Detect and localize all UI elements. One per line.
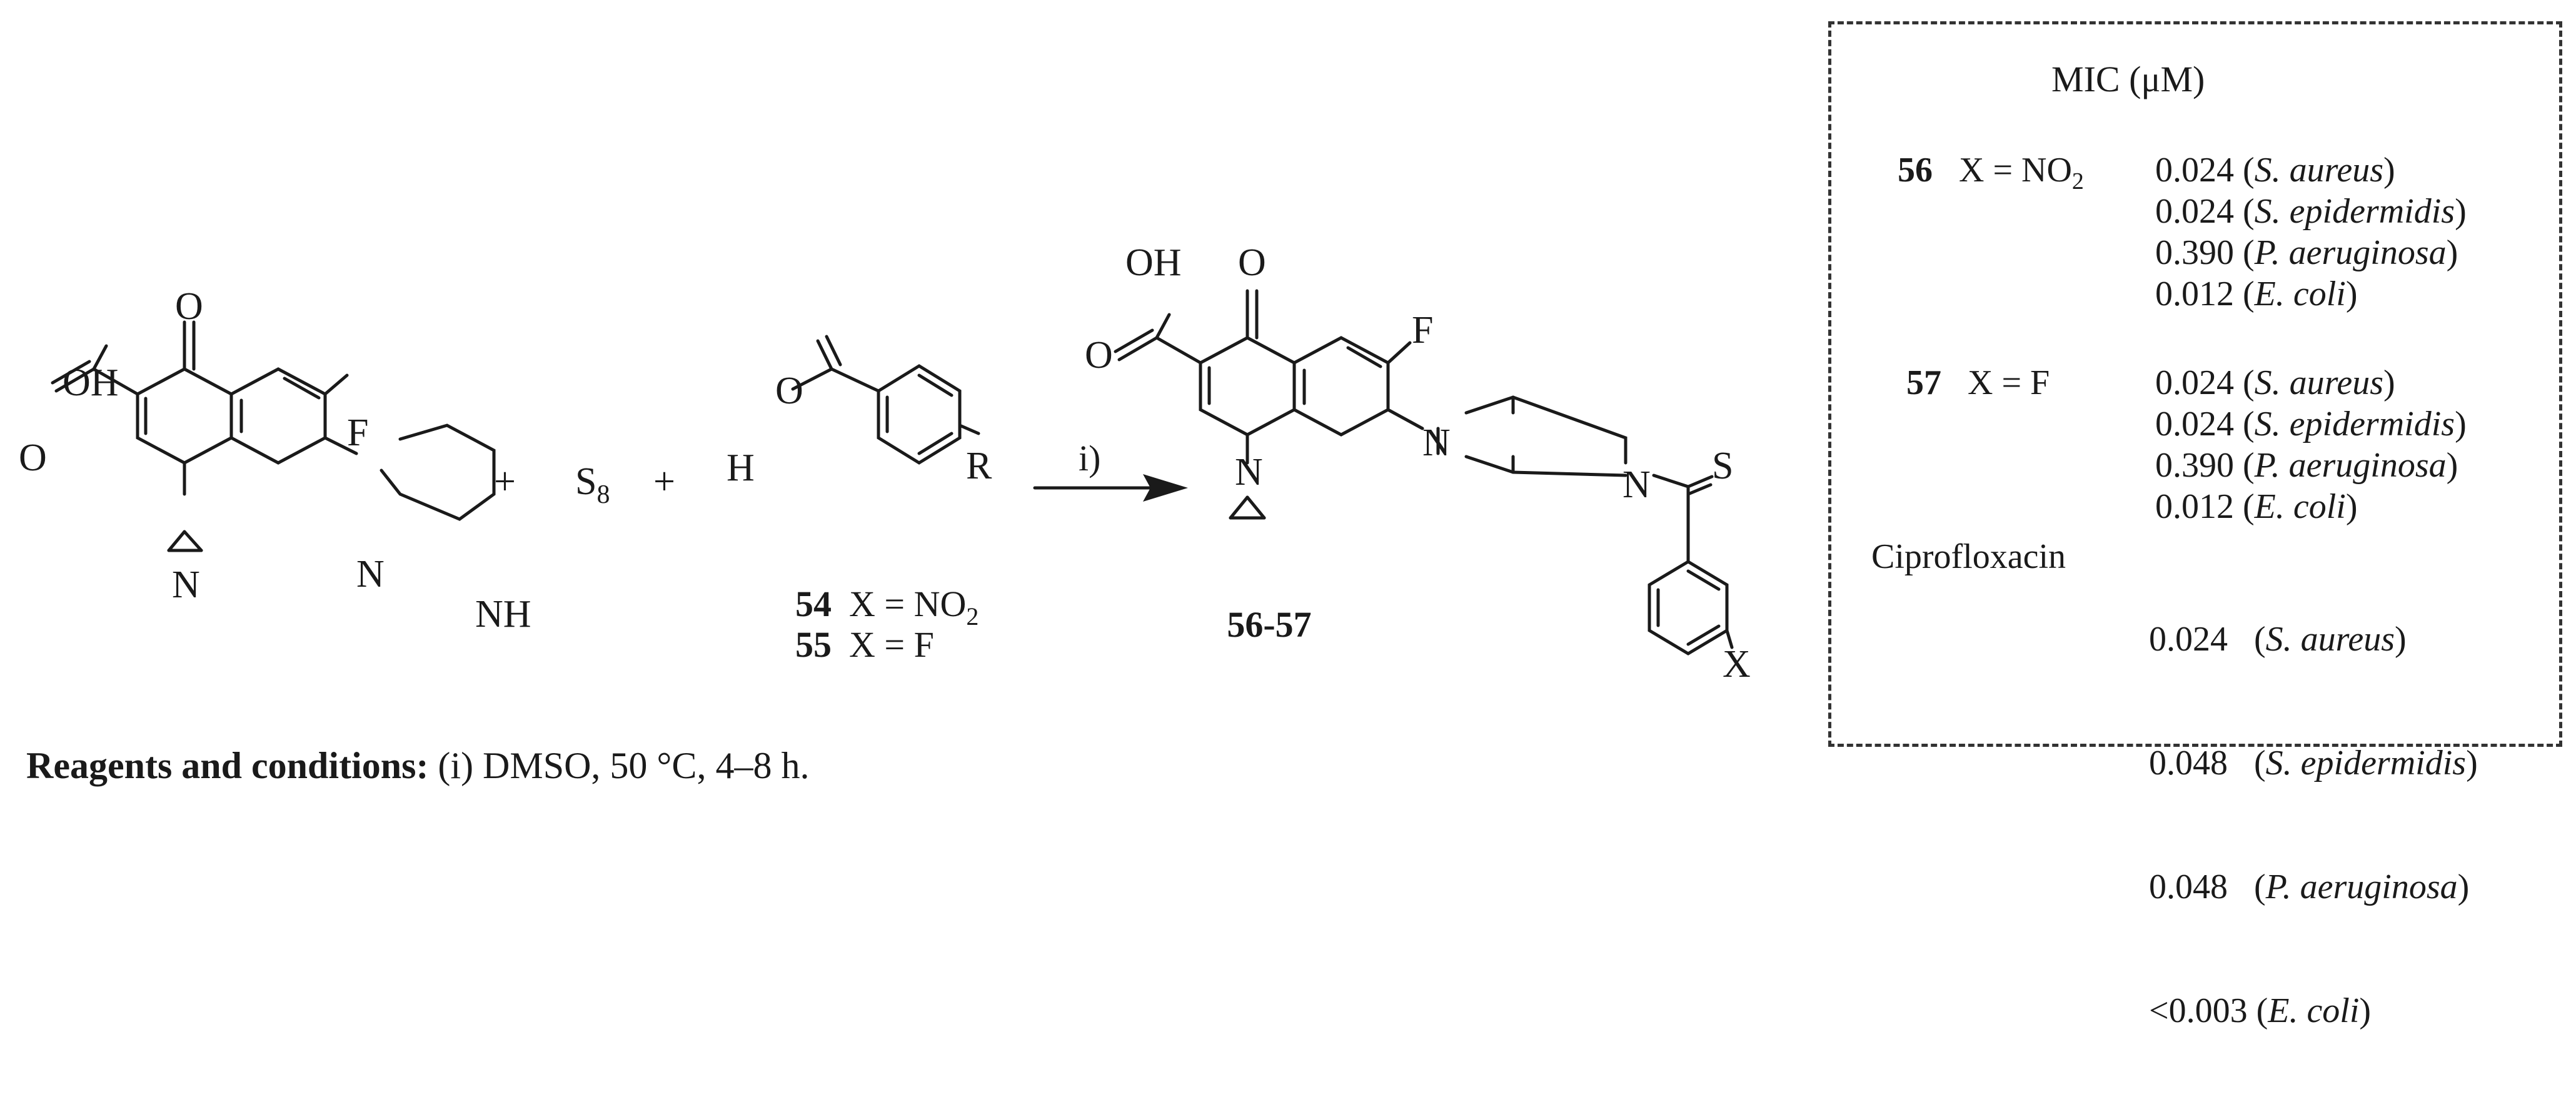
ciprofloxacin-value: <0.003 (E. coli) <box>2149 991 2372 1030</box>
compound-56-values: 0.024 (S. aureus) 0.024 (S. epidermidis)… <box>2155 149 2467 315</box>
compound-56-row: 56 X = NO2 <box>1898 149 2084 202</box>
aldehyde-structure <box>791 335 980 465</box>
compound-56-value: 0.390 (P. aeruginosa) <box>2155 233 2458 272</box>
compound-56-value: 0.024 (S. aureus) <box>2155 151 2395 190</box>
arrow-condition-label: i) <box>1079 438 1100 479</box>
product-x-label: X <box>1723 643 1751 686</box>
ciprofloxacin-value: 0.048 (P. aeruginosa) <box>2149 868 2470 906</box>
aldehyde-oxygen-label: O <box>775 370 803 412</box>
reactant-n1-label: N <box>172 564 200 606</box>
plus-sign-1: + <box>494 460 516 503</box>
compound-57-value: 0.390 (P. aeruginosa) <box>2155 446 2458 485</box>
compound-54-number: 54 <box>795 584 832 624</box>
mic-title: MIC (μM) <box>2051 59 2205 99</box>
ciprofloxacin-value: 0.024 (S. aureus) <box>2149 620 2407 659</box>
reactant-acid-oxygen-label: O <box>19 437 47 479</box>
compound-56-value: 0.024 (S. epidermidis) <box>2155 192 2467 231</box>
reactant-keto-oxygen-label: O <box>175 285 203 328</box>
compound-57-values: 0.024 (S. aureus) 0.024 (S. epidermidis)… <box>2155 362 2467 527</box>
aldehyde-r-label: R <box>966 445 992 487</box>
reactant-nh-label: NH <box>475 593 531 635</box>
product-acid-oxygen-label: O <box>1085 334 1113 377</box>
compound-57-row: 57 X = F <box>1906 362 2050 403</box>
compound-57-value: 0.024 (S. epidermidis) <box>2155 405 2467 443</box>
reactant-structure <box>51 320 496 552</box>
reagents-text: (i) DMSO, 50 °C, 4–8 h. <box>428 745 810 786</box>
product-oh-label: OH <box>1125 241 1182 284</box>
reactant-piperazine-n-label: N <box>356 553 385 595</box>
ciprofloxacin-label: Ciprofloxacin <box>1871 537 2066 576</box>
plus-sign-2: + <box>653 460 675 503</box>
reactant-fluorine-label: F <box>347 412 368 454</box>
compound-56-number: 56 <box>1898 151 1933 190</box>
product-n1-label: N <box>1235 451 1263 494</box>
compound-56-value: 0.012 (E. coli) <box>2155 275 2358 313</box>
aldehyde-h-label: H <box>727 447 755 489</box>
compound-57-value: 0.012 (E. coli) <box>2155 487 2358 526</box>
reagents-and-conditions: Reagents and conditions: (i) DMSO, 50 °C… <box>26 744 809 787</box>
sulfur-reagent: S8 <box>575 460 610 509</box>
reactant-oh-label: OH <box>63 362 119 404</box>
product-structure <box>1114 289 1734 656</box>
reaction-arrowhead <box>1143 474 1188 502</box>
product-sulfur-label: S <box>1712 445 1733 487</box>
compound-57-substituent: X = F <box>1968 363 2050 402</box>
product-keto-oxygen-label: O <box>1238 241 1266 284</box>
product-piperazine-n2-label: N <box>1623 463 1651 506</box>
compound-57-value: 0.024 (S. aureus) <box>2155 363 2395 402</box>
mic-data-box: MIC (μM) 56 X = NO2 0.024 (S. aureus) 0.… <box>1828 21 2562 1030</box>
product-piperazine-n1-label: N <box>1422 422 1451 464</box>
compound-55-number: 55 <box>795 624 832 665</box>
ciprofloxacin-value: 0.048 (S. epidermidis) <box>2149 744 2478 782</box>
product-fluorine-label: F <box>1412 309 1433 352</box>
ciprofloxacin-values: 0.024 (S. aureus) 0.048 (S. epidermidis)… <box>2149 536 2478 1114</box>
compound-56-substituent: X = NO2 <box>1959 151 2084 195</box>
product-compound-label: 56-57 <box>1227 604 1311 645</box>
reagents-heading: Reagents and conditions: <box>26 745 429 786</box>
compound-57-number: 57 <box>1906 363 1941 402</box>
